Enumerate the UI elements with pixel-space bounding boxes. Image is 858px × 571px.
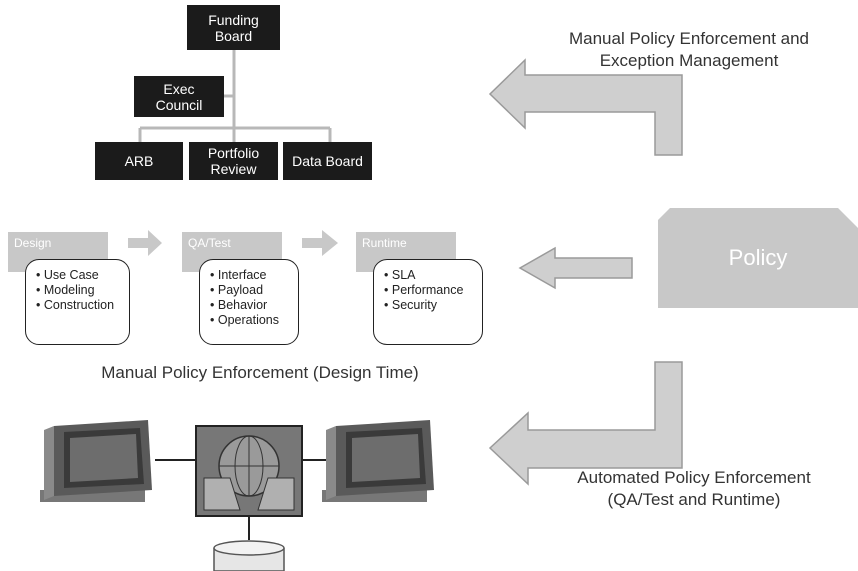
stage-label-design: Design	[14, 236, 52, 250]
data-board-box: Data Board	[283, 142, 372, 180]
caption-automated: Automated Policy Enforcement (QA/Test an…	[577, 468, 811, 509]
arb-box: ARB	[95, 142, 183, 180]
stage-label-qa-test: QA/Test	[188, 236, 231, 250]
list-item: Operations	[210, 313, 290, 328]
funding-board-box: Funding Board	[187, 5, 280, 50]
computer-terminal-icon	[322, 420, 434, 502]
caption-manual-design-time: Manual Policy Enforcement (Design Time)	[101, 363, 419, 382]
network-gateway-icon	[195, 425, 303, 517]
policy-label: Policy	[728, 245, 788, 270]
list-item: Construction	[36, 298, 121, 313]
arb-label: ARB	[124, 153, 154, 169]
list-item: Use Case	[36, 268, 121, 283]
funding-board-label: Funding Board	[208, 11, 259, 44]
design-time-arrow	[518, 246, 633, 290]
database-icon	[213, 540, 285, 571]
automated-enforcement-arrow	[488, 361, 683, 486]
portfolio-review-label: Portfolio Review	[207, 145, 260, 177]
list-item: Security	[384, 298, 474, 313]
caption-manual-exception: Manual Policy Enforcement and Exception …	[568, 29, 810, 70]
exec-council-label: Exec Council	[155, 80, 203, 113]
stage-arrow-1	[128, 230, 162, 256]
stage-card-runtime: SLA Performance Security	[373, 259, 483, 345]
list-item: Behavior	[210, 298, 290, 313]
list-item: SLA	[384, 268, 474, 283]
stage-card-design: Use Case Modeling Construction	[25, 259, 130, 345]
computer-terminal-icon	[40, 420, 152, 502]
list-item: Performance	[384, 283, 474, 298]
exec-council-box: Exec Council	[134, 76, 224, 117]
data-board-label: Data Board	[292, 153, 363, 169]
manual-enforcement-arrow	[488, 58, 683, 156]
policy-box: Policy	[658, 208, 858, 308]
list-item: Modeling	[36, 283, 121, 298]
list-item: Payload	[210, 283, 290, 298]
stage-card-qa-test: Interface Payload Behavior Operations	[199, 259, 299, 345]
stage-arrow-2	[302, 230, 338, 256]
org-chart-connectors	[138, 50, 332, 142]
list-item: Interface	[210, 268, 290, 283]
portfolio-review-box: Portfolio Review	[189, 142, 278, 180]
stage-label-runtime: Runtime	[362, 236, 407, 250]
